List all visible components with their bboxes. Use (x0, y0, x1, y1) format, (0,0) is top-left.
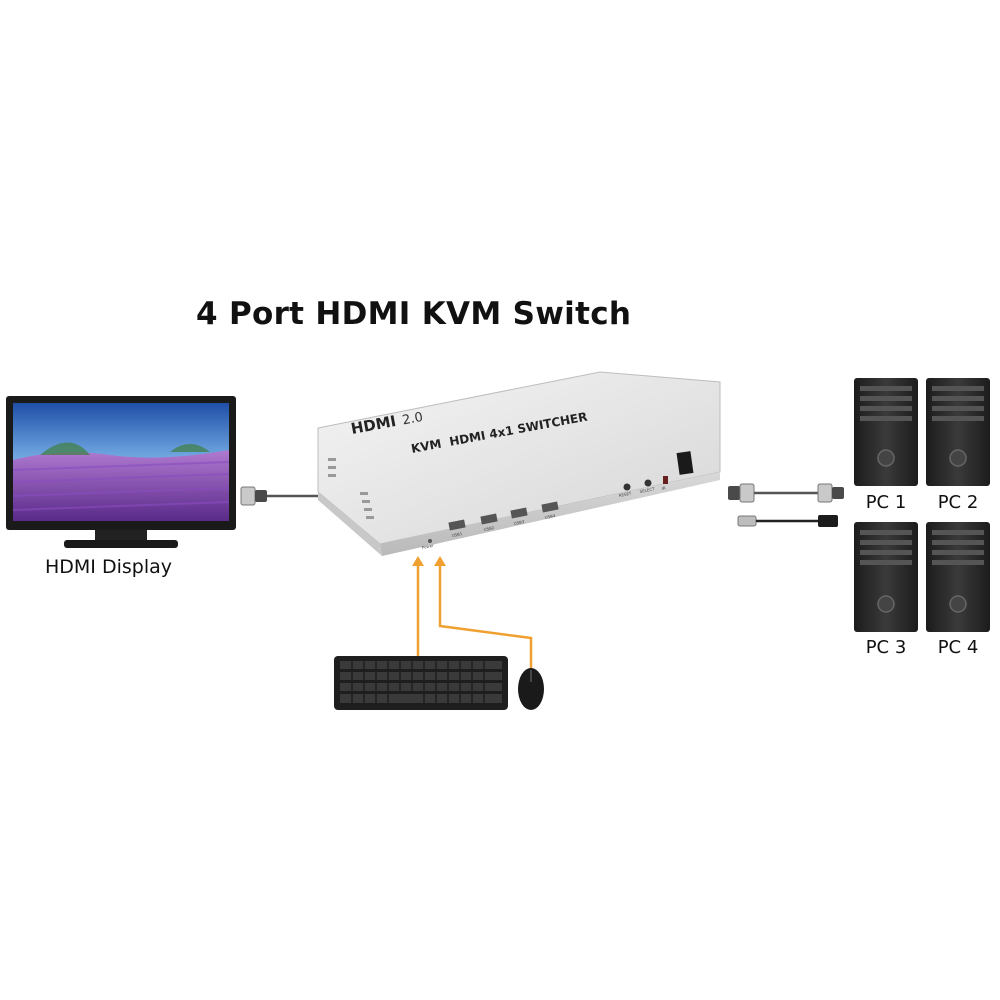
keyboard-icon (334, 656, 508, 710)
hdmi-cable-display (240, 486, 318, 506)
usb-port-label-2: USB2 (483, 525, 495, 532)
hdmi-cable-pc (728, 483, 844, 503)
diagram-title: 4 Port HDMI KVM Switch (196, 296, 632, 332)
pc-tower-1-icon (854, 378, 918, 486)
switch-version: 2.0 (401, 410, 424, 429)
pc-4-label: PC 4 (937, 637, 979, 658)
ir-label: IR (661, 485, 666, 491)
pc-2-label: PC 2 (937, 492, 979, 513)
pc-1-label: PC 1 (865, 492, 907, 513)
reset-button-label: RESET (618, 491, 632, 498)
usb-cable-pc (737, 515, 838, 527)
usb-cable-keyboard (412, 556, 424, 656)
hdmi-display-icon (6, 396, 236, 548)
power-label: Power (421, 543, 434, 550)
usb-port-label-4: USB4 (544, 513, 556, 520)
usb-port-label-3: USB3 (513, 519, 525, 526)
hdmi-display-label: HDMI Display (45, 556, 172, 578)
select-button-label: SELECT (639, 486, 655, 494)
usb-cable-mouse (434, 556, 533, 668)
pc-tower-4-icon (926, 522, 990, 632)
pc-3-label: PC 3 (865, 637, 907, 658)
usb-port-label-1: USB1 (451, 531, 463, 538)
pc-tower-2-icon (926, 378, 990, 486)
kvm-switch-device (317, 371, 721, 556)
mouse-icon (518, 668, 544, 710)
pc-tower-3-icon (854, 522, 918, 632)
